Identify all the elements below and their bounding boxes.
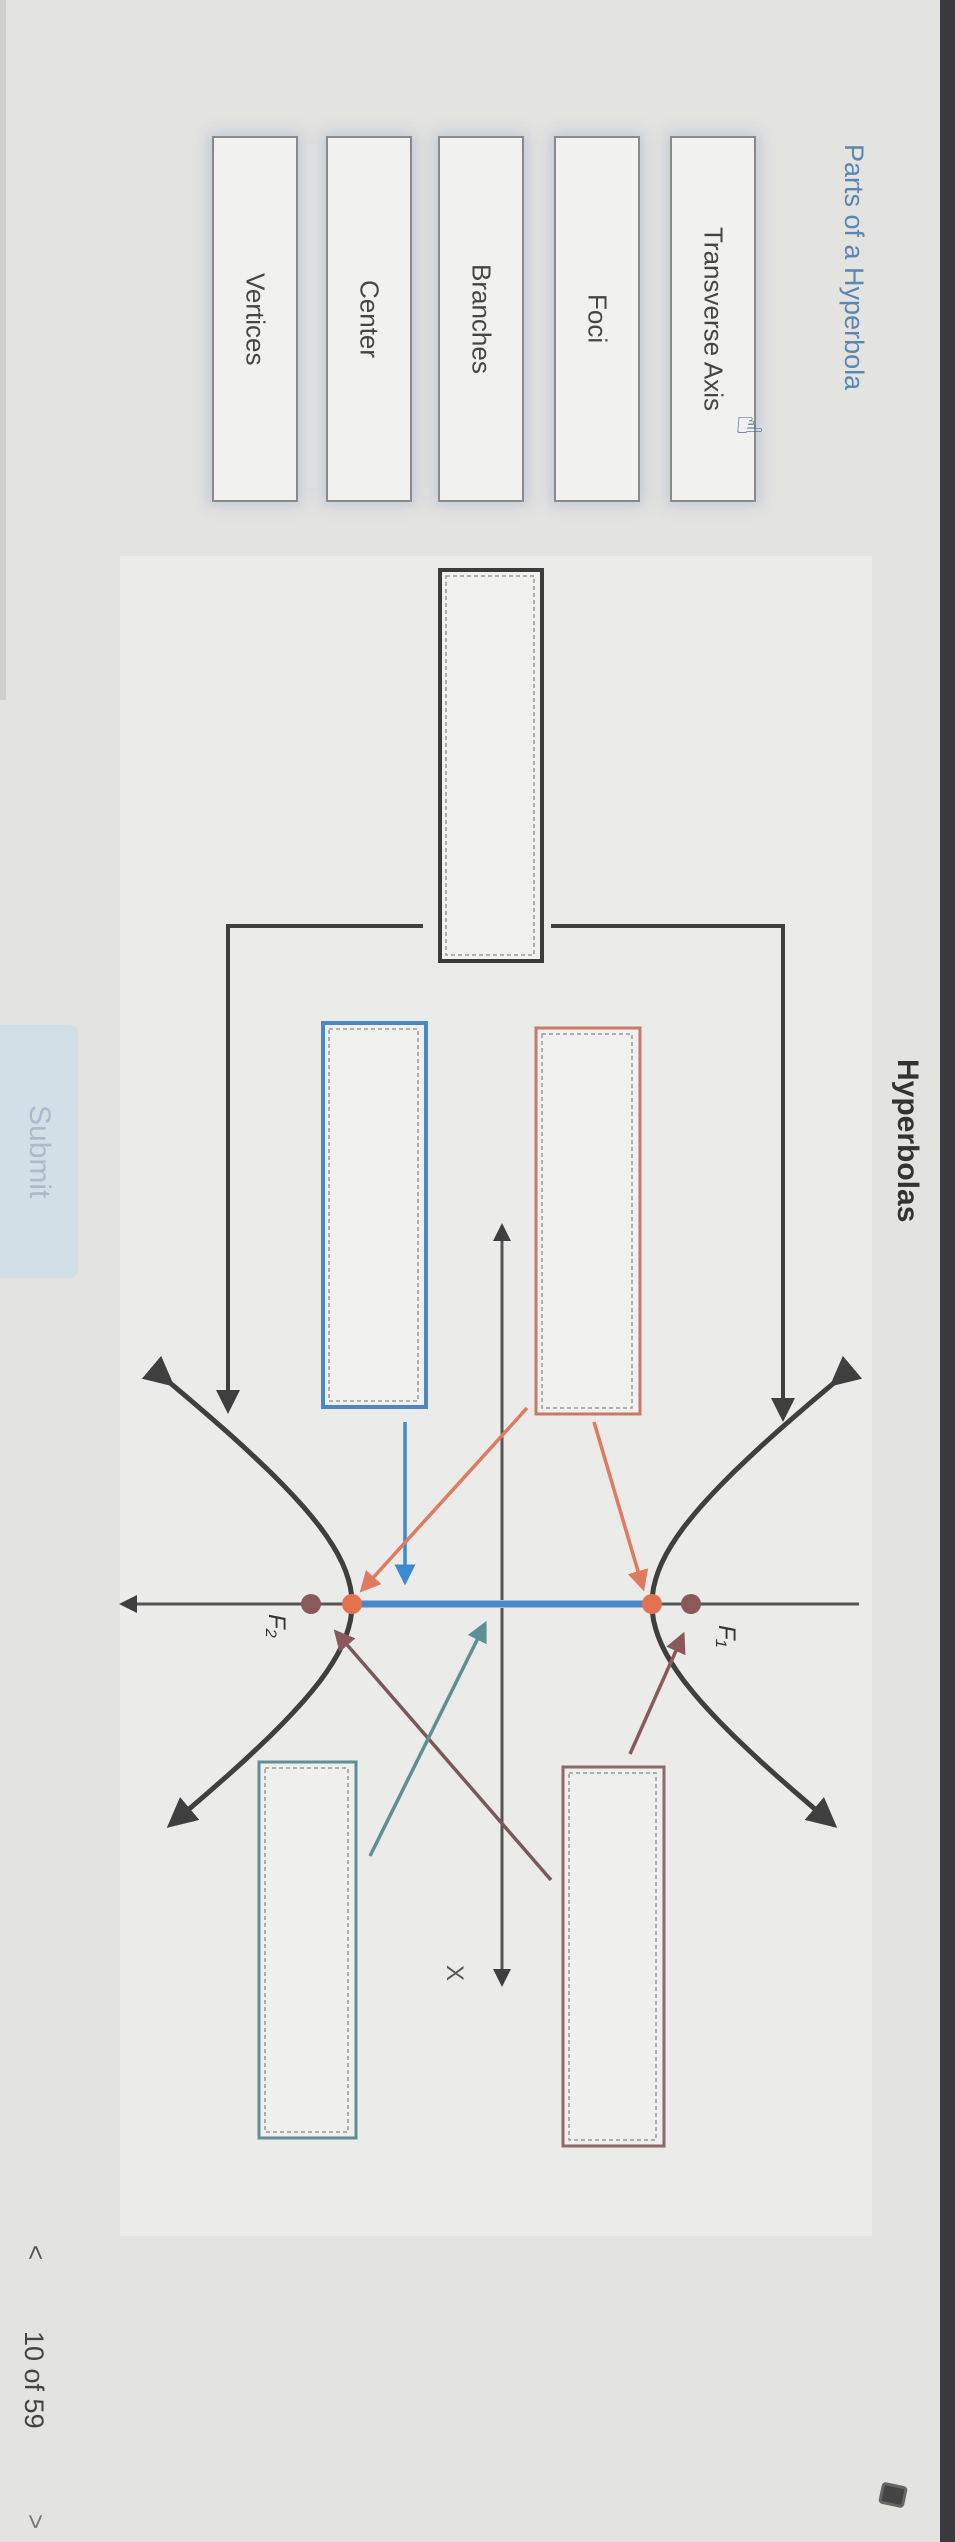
- focus-label-f2: F₂: [263, 1614, 290, 1638]
- drop-zone-branches[interactable]: [438, 568, 544, 963]
- tile-label: Foci: [582, 294, 613, 344]
- drop-zone-foci[interactable]: [534, 1026, 642, 1416]
- vertices-pointer-arrow-right: [628, 1631, 686, 1755]
- submit-label: Submit: [23, 1104, 56, 1199]
- branches-bracket-right: [551, 924, 795, 1422]
- tile-foci[interactable]: Foci: [554, 136, 640, 502]
- tile-vertices[interactable]: Vertices: [212, 136, 298, 502]
- screen-bezel: [940, 0, 955, 2542]
- submit-button[interactable]: Submit: [0, 1025, 78, 1278]
- foci-pointer-arrow-left: [359, 1406, 529, 1593]
- vertices-pointer-arrow-left: [333, 1629, 553, 1882]
- focus-point-f1: [681, 1594, 701, 1614]
- x-axis-label: X: [441, 1965, 468, 1982]
- foci-pointer-arrow-right: [592, 1421, 649, 1592]
- chevron-left-icon[interactable]: <: [21, 2245, 51, 2261]
- tile-label: Vertices: [240, 272, 271, 366]
- page-title: Hyperbolas: [891, 1059, 924, 1223]
- vertex-point-right: [642, 1594, 662, 1614]
- center-pointer-arrow: [368, 1620, 487, 1857]
- vertex-point-left: [342, 1594, 362, 1614]
- tile-branches[interactable]: Branches: [438, 136, 524, 502]
- drop-zone-transverse-axis[interactable]: [321, 1021, 428, 1409]
- tile-center[interactable]: Center: [326, 136, 412, 502]
- drop-zone-center[interactable]: [257, 1760, 358, 2140]
- branches-bracket-left: [216, 924, 423, 1414]
- tile-label: Transverse Axis: [698, 227, 729, 411]
- parts-heading: Parts of a Hyperbola: [839, 144, 869, 391]
- tile-label: Center: [354, 279, 385, 359]
- screen-edge: [0, 0, 6, 700]
- focus-label-f1: F₁: [713, 1625, 740, 1648]
- page-counter: 10 of 59: [19, 2331, 49, 2429]
- drop-zone-vertices[interactable]: [561, 1765, 666, 2148]
- focus-point-f2: [301, 1594, 321, 1614]
- tile-transverse-axis[interactable]: Transverse Axis: [670, 136, 756, 502]
- tile-label: Branches: [466, 264, 497, 374]
- chevron-right-icon[interactable]: >: [21, 2514, 51, 2530]
